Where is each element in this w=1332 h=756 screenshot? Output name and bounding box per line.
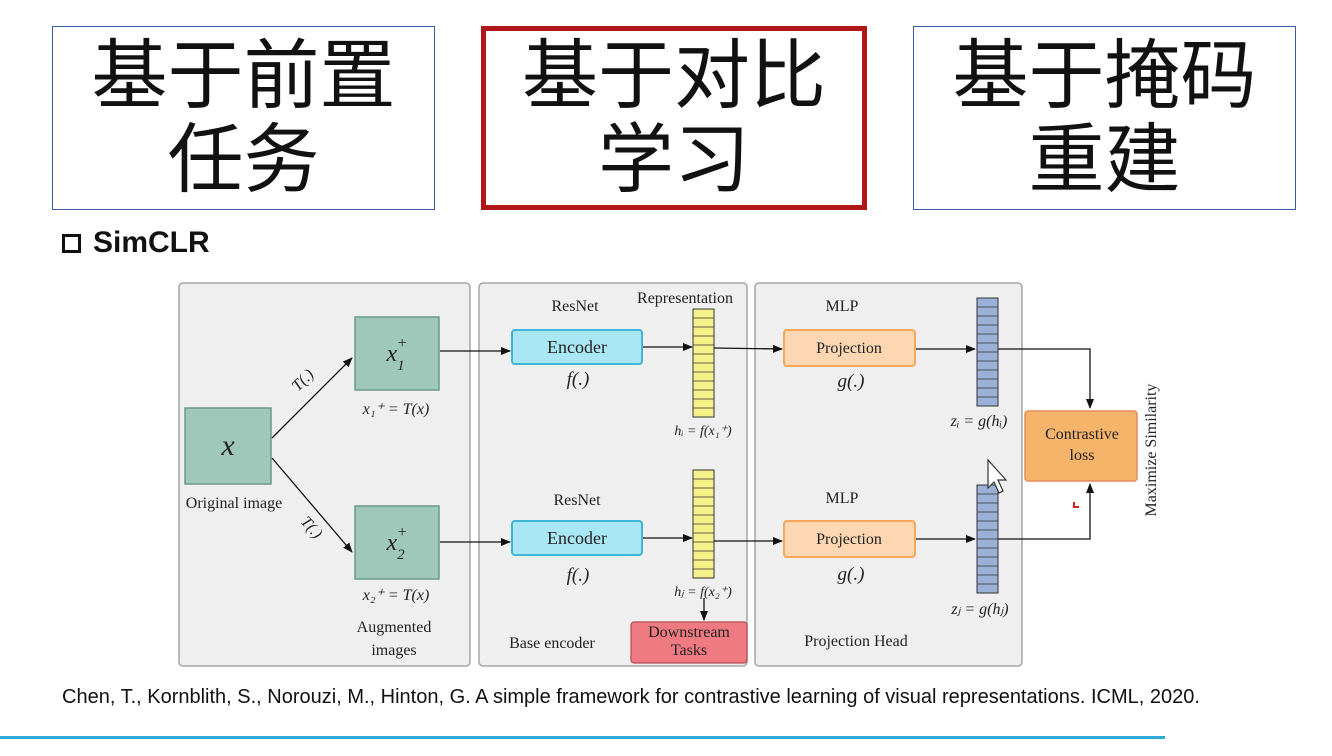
- arrow-rep-projection-top: [713, 344, 783, 353]
- z-vector-top: [976, 297, 999, 407]
- section-title: SimCLR: [62, 226, 210, 260]
- category-box-masked: 基于掩码 重建: [913, 26, 1296, 210]
- mlp-label-bottom: MLP: [826, 490, 859, 507]
- bottom-accent-line: [0, 736, 1165, 739]
- downstream-tasks-box: [630, 621, 748, 664]
- category-label-masked: 基于掩码 重建: [952, 31, 1257, 204]
- panel-base-encoder: [478, 282, 748, 667]
- downstream-label-1: Downstream: [648, 624, 730, 641]
- projection-box-bottom: [783, 520, 916, 558]
- z-vector-bottom: [976, 484, 999, 594]
- h-eq-bottom: hⱼ = f(x₂⁺): [674, 585, 732, 600]
- z-eq-bottom: zⱼ = g(hⱼ): [950, 601, 1008, 618]
- z-eq-top: zᵢ = g(hᵢ): [950, 413, 1008, 430]
- aug-eq-bottom: x₂⁺ = T(x): [362, 587, 430, 604]
- projection-box-top: [783, 329, 916, 367]
- aug-symbol-bottom: x2+: [386, 524, 408, 563]
- category-label-contrastive: 基于对比 学习: [522, 31, 826, 204]
- mlp-label-top: MLP: [826, 298, 859, 315]
- base-encoder-caption: Base encoder: [509, 635, 595, 652]
- encoder-fn-bottom: f(.): [567, 565, 590, 586]
- projection-head-caption: Projection Head: [804, 633, 908, 650]
- encoder-box-bottom: [511, 520, 643, 556]
- downstream-label-2: Tasks: [671, 642, 707, 659]
- representation-vector-top: [692, 308, 715, 418]
- arrow-z-loss-top: [998, 348, 1094, 409]
- panel-projection-head: [754, 282, 1023, 667]
- h-eq-top: hᵢ = f(x₁⁺): [674, 424, 732, 439]
- category-box-contrastive: 基于对比 学习: [481, 26, 867, 210]
- augmented-caption-1: Augmented: [357, 619, 432, 636]
- contrastive-loss-box: [1024, 410, 1138, 482]
- arrow-z-loss-bottom: [998, 483, 1094, 540]
- encoder-label-top: Encoder: [547, 337, 607, 357]
- representation-vector-bottom: [692, 469, 715, 579]
- original-image-caption: Original image: [186, 495, 282, 512]
- augmented-view-bottom: [354, 505, 440, 580]
- aug-symbol-top: x1+: [386, 335, 408, 374]
- projection-fn-bottom: g(.): [838, 564, 865, 585]
- category-box-pretext: 基于前置 任务: [52, 26, 435, 210]
- original-image-box: [184, 407, 272, 485]
- transform-arrow-bottom: [271, 457, 353, 553]
- resnet-label-bottom: ResNet: [553, 492, 601, 509]
- projection-label-bottom: Projection: [816, 531, 882, 548]
- contrastive-loss-label-1: Contrastive: [1045, 426, 1119, 443]
- encoder-fn-top: f(.): [567, 369, 590, 390]
- projection-label-top: Projection: [816, 340, 882, 357]
- augmented-caption-2: images: [371, 642, 416, 659]
- input-symbol: x: [220, 429, 235, 462]
- resnet-label-top: ResNet: [551, 298, 599, 315]
- encoder-label-bottom: Encoder: [547, 528, 607, 548]
- section-title-text: SimCLR: [93, 226, 210, 259]
- projection-fn-top: g(.): [838, 371, 865, 392]
- augmented-view-top: [354, 316, 440, 391]
- transform-arrow-top: [271, 357, 353, 439]
- mouse-cursor-icon: [987, 458, 1008, 494]
- encoder-box-top: [511, 329, 643, 365]
- representation-label: Representation: [637, 290, 733, 307]
- red-mark: [1073, 502, 1079, 508]
- aug-eq-top: x₁⁺ = T(x): [362, 401, 430, 418]
- contrastive-loss-label-2: loss: [1070, 447, 1095, 464]
- citation: Chen, T., Kornblith, S., Norouzi, M., Hi…: [62, 686, 1200, 708]
- category-label-pretext: 基于前置 任务: [91, 31, 396, 204]
- square-bullet-icon: [62, 233, 81, 253]
- maximize-similarity-label: Maximize Similarity: [1143, 384, 1160, 517]
